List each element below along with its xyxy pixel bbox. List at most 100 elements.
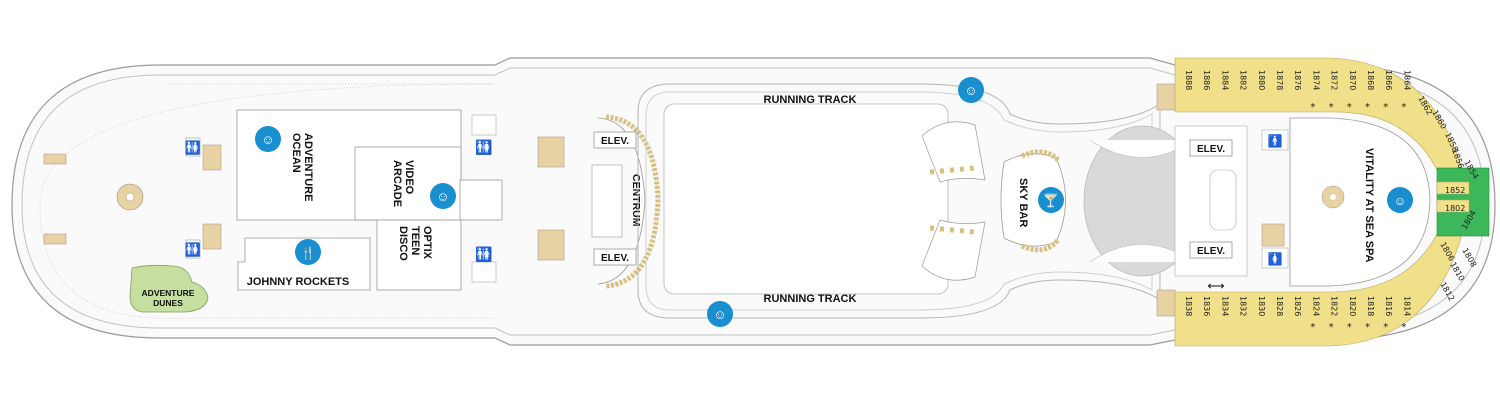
bar-icon: 🍸 [1038,187,1064,213]
cabin-star: * [1383,102,1388,113]
elev-aft-bottom: ELEV. [1197,246,1225,257]
stairs-icon [202,144,222,250]
cabin-1826[interactable]: 1826 [1293,296,1302,316]
centrum-label: CENTRUM [630,174,642,227]
optix-label-1: OPTIX [421,226,433,260]
cabin-star: * [1347,322,1352,333]
running-track[interactable]: RUNNING TRACK RUNNING TRACK ☺ ☺ [637,77,1161,327]
cabin-1834[interactable]: 1834 [1220,296,1229,316]
cabin-1886[interactable]: 1886 [1202,70,1211,90]
cabin-star: * [1347,102,1352,113]
optix-label-3: DISCO [397,226,409,261]
adventure-ocean-label-1: ADVENTURE [302,133,314,201]
elev-aft-top: ELEV. [1197,144,1225,155]
svg-text:☺: ☺ [1394,194,1406,208]
adventure-dunes[interactable]: ADVENTURE DUNES [129,264,209,313]
svg-text:🚻: 🚻 [475,246,492,263]
cabin-1818[interactable]: 1818 [1366,296,1375,316]
elevator-icon [1189,139,1233,259]
restroom-icon: 🚻 🚻 [185,137,201,259]
cabin-1884[interactable]: 1884 [1220,70,1229,90]
cabin-1882[interactable]: 1882 [1239,70,1248,90]
spa-icon: ☺ [1387,187,1413,213]
sky-bar-seating [921,121,986,281]
svg-text:☺: ☺ [713,307,726,322]
sky-bar-label: SKY BAR [1017,178,1029,227]
cabin-1822[interactable]: 1822 [1330,296,1339,316]
running-track-bottom-label: RUNNING TRACK [764,293,857,305]
cabin-1838[interactable]: 1838 [1184,296,1193,316]
cabin-1820[interactable]: 1820 [1348,296,1357,316]
svg-text:⟷: ⟷ [1207,279,1224,293]
cabin-star: * [1365,322,1370,333]
dining-icon: 🍴 [295,239,321,265]
cabin-1872[interactable]: 1872 [1330,70,1339,90]
cabin-1824[interactable]: 1824 [1311,296,1320,316]
adventure-dunes-label-1: ADVENTURE [142,288,195,298]
cabin-1852[interactable]: 1852 [1445,186,1465,195]
cabin-star: * [1329,322,1334,333]
optix-label-2: TEEN [409,226,421,255]
svg-text:🚹: 🚹 [1268,134,1283,148]
kids-club-icon: ☺ [255,126,281,152]
cabin-1876[interactable]: 1876 [1293,70,1302,90]
cabin-star: * [1383,322,1388,333]
arcade-icon: ☺ [430,183,456,209]
optix-teen-disco[interactable]: OPTIX TEEN DISCO [376,219,462,291]
cabin-1864[interactable]: 1864 [1402,70,1411,90]
running-track-top-label: RUNNING TRACK [764,94,857,106]
adventure-dunes-label-2: DUNES [153,298,183,308]
video-arcade[interactable]: VIDEO ARCADE ☺ [391,160,503,221]
svg-text:☺: ☺ [261,132,274,147]
cabin-band [1174,57,1490,347]
restroom-icon: 🚻 🚻 [471,114,497,283]
cabin-1870[interactable]: 1870 [1348,70,1357,90]
cabin-1888[interactable]: 1888 [1184,70,1193,90]
svg-text:🍴: 🍴 [301,246,316,260]
elev-centrum-top: ELEV. [601,136,629,147]
cabin-1866[interactable]: 1866 [1384,70,1393,90]
vitality-spa-label: VITALITY AT SEA SPA [1363,148,1375,263]
video-arcade-label-1: VIDEO [403,160,415,195]
cabin-1836[interactable]: 1836 [1202,296,1211,316]
cabin-1868[interactable]: 1868 [1366,70,1375,90]
sky-bar[interactable]: SKY BAR 🍸 [1000,149,1066,253]
cabin-1874[interactable]: 1874 [1311,70,1320,90]
centrum[interactable]: CENTRUM ELEV. ELEV. [591,114,661,289]
svg-text:🚻: 🚻 [185,242,201,257]
cabin-1878[interactable]: 1878 [1275,70,1284,90]
cabin-star: * [1310,322,1315,333]
elev-centrum-bottom: ELEV. [601,253,629,264]
video-arcade-label-2: ARCADE [391,160,403,207]
cabin-star: * [1329,102,1334,113]
cabin-star: * [1401,322,1406,333]
cabin-star: * [1401,102,1406,113]
adventure-ocean-label-2: OCEAN [290,133,302,173]
aft-elevator-bank[interactable]: ELEV. ELEV. [1174,125,1248,277]
johnny-rockets[interactable]: JOHNNY ROCKETS 🍴 [237,237,371,291]
vitality-spa[interactable]: VITALITY AT SEA SPA ☺ [1289,117,1431,287]
cabin-1802[interactable]: 1802 [1445,204,1465,213]
svg-text:🚻: 🚻 [185,140,201,155]
adventure-ocean[interactable]: ADVENTURE OCEAN ☺ [236,109,462,221]
svg-text:☺: ☺ [436,189,449,204]
cabin-1830[interactable]: 1830 [1257,296,1266,316]
cabin-1880[interactable]: 1880 [1257,70,1266,90]
stairs-icon [43,153,144,245]
cabin-1828[interactable]: 1828 [1275,296,1284,316]
cabin-star: * [1365,102,1370,113]
cabin-1814[interactable]: 1814 [1402,296,1411,316]
johnny-rockets-label: JOHNNY ROCKETS [247,276,349,288]
restroom-icon: 🚹 🚺 [1261,129,1289,269]
svg-text:🍸: 🍸 [1043,192,1059,208]
stairs-icon [537,136,565,261]
svg-text:🚻: 🚻 [475,139,492,156]
svg-text:🚺: 🚺 [1268,252,1283,266]
cabin-1816[interactable]: 1816 [1384,296,1393,316]
fitness-icon: ☺ ☺ [707,77,984,327]
elevator-icon [593,131,637,266]
svg-text:☺: ☺ [964,83,977,98]
cabin-1832[interactable]: 1832 [1239,296,1248,316]
cabin-star: * [1310,102,1315,113]
